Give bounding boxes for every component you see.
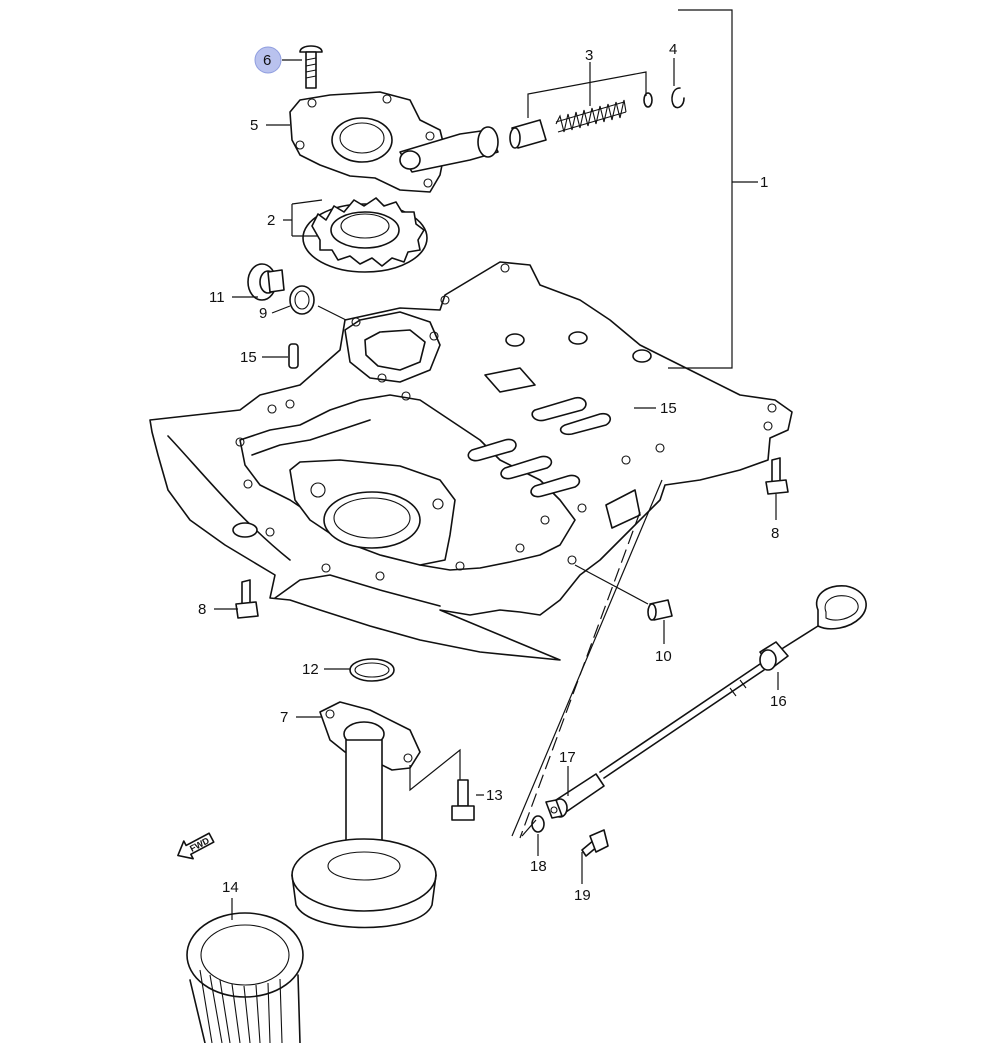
callout-5[interactable]: 5: [250, 117, 258, 134]
forward-direction-arrow: FWD: [177, 832, 215, 860]
callout-1[interactable]: 1: [760, 174, 768, 191]
relief-valve-plunger[interactable]: [509, 119, 547, 149]
callout-10[interactable]: 10: [655, 648, 672, 665]
oil-level-gauge-guide[interactable]: [545, 773, 605, 819]
relief-valve-spring[interactable]: [555, 99, 627, 133]
oil-pan-bolt-left[interactable]: [235, 579, 259, 619]
callout-19[interactable]: 19: [574, 887, 591, 904]
oil-pump-rotor-set[interactable]: [302, 197, 428, 273]
circlip[interactable]: [671, 87, 685, 109]
callout-16[interactable]: 16: [770, 693, 787, 710]
oil-pan-bolt-right[interactable]: [765, 457, 789, 495]
callout-6[interactable]: 6: [263, 52, 271, 69]
oil-pan-body[interactable]: [149, 261, 793, 661]
selected-part-highlight[interactable]: [254, 46, 282, 74]
callout-15-left[interactable]: 15: [240, 349, 257, 366]
callout-14[interactable]: 14: [222, 879, 239, 896]
dowel-pin-left[interactable]: [288, 343, 299, 369]
oil-pump-screw[interactable]: [299, 45, 323, 89]
callout-18[interactable]: 18: [530, 858, 547, 875]
callout-labels: 1 2 3 4 5 6 7 8 8 9 10 11 12 13 14 15 15…: [198, 41, 787, 904]
oil-level-gauge[interactable]: [599, 585, 867, 779]
callout-2[interactable]: 2: [267, 212, 275, 229]
callout-4[interactable]: 4: [669, 41, 677, 58]
callout-8-right[interactable]: 8: [771, 525, 779, 542]
callout-17[interactable]: 17: [559, 749, 576, 766]
callout-9[interactable]: 9: [259, 305, 267, 322]
gauge-guide-bolt[interactable]: [581, 829, 609, 857]
leader-lines: [214, 9, 779, 920]
callout-15-right[interactable]: 15: [660, 400, 677, 417]
callout-7[interactable]: 7: [280, 709, 288, 726]
strainer-bolt[interactable]: [451, 779, 475, 821]
callout-3[interactable]: 3: [585, 47, 593, 64]
callout-12[interactable]: 12: [302, 661, 319, 678]
retaining-ring[interactable]: [643, 92, 653, 108]
callout-11[interactable]: 11: [209, 289, 225, 306]
callout-8-left[interactable]: 8: [198, 601, 206, 618]
gauge-guide-o-ring[interactable]: [531, 815, 545, 833]
oil-pan-plug[interactable]: [647, 599, 673, 621]
callout-13[interactable]: 13: [486, 787, 503, 804]
oil-strainer[interactable]: [291, 701, 437, 929]
drain-plug[interactable]: [247, 263, 285, 301]
drain-plug-gasket[interactable]: [289, 285, 315, 315]
oil-pump-housing[interactable]: [289, 91, 499, 193]
oil-filter[interactable]: [186, 912, 304, 1043]
strainer-o-ring[interactable]: [349, 658, 395, 682]
